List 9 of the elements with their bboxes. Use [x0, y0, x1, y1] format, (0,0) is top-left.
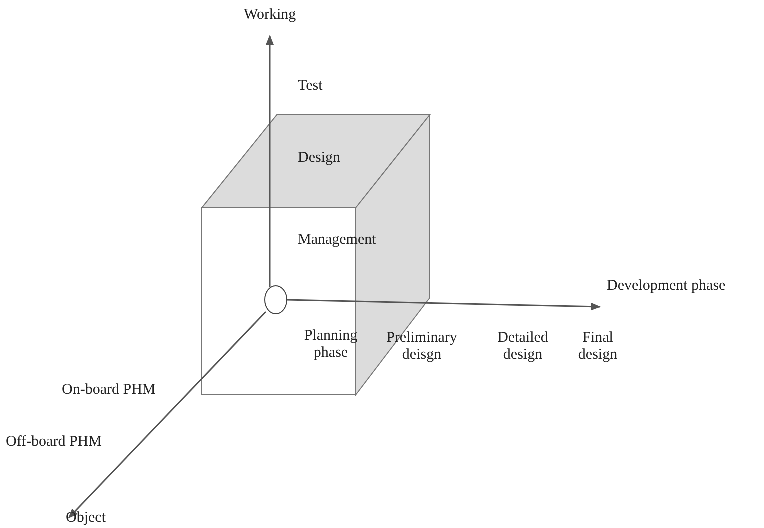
object-label: On-board PHM: [62, 382, 156, 399]
axis-label: Development phase: [607, 278, 726, 295]
axis-label: Working: [244, 7, 296, 24]
phase-label: Detailed design: [496, 330, 550, 364]
level-label: Design: [298, 150, 340, 167]
phase-label: Final design: [577, 330, 619, 364]
level-label: Test: [298, 78, 323, 95]
object-label: Off-board PHM: [6, 434, 102, 451]
axis-label: Object: [66, 510, 106, 527]
